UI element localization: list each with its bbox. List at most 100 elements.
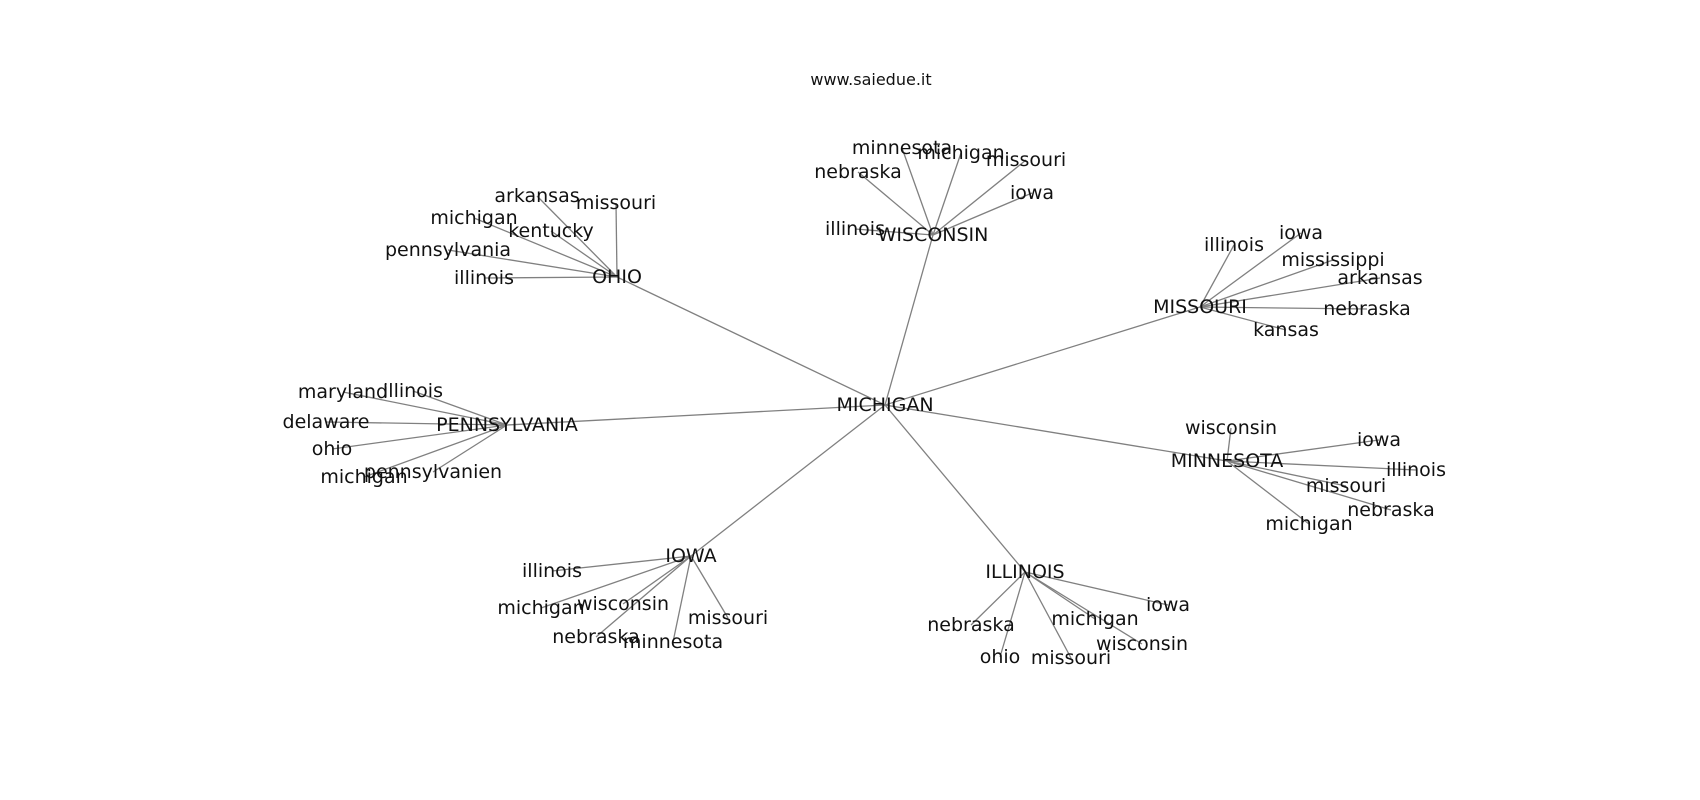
node-leaf-illinois-iowa: iowa xyxy=(1146,594,1190,616)
edge-missouri-kansas xyxy=(1199,306,1287,331)
node-hub-ohio: OHIO xyxy=(592,266,642,288)
edge-missouri-mississippi xyxy=(1199,259,1334,308)
node-leaf-minnesota-wisconsin: wisconsin xyxy=(1185,417,1277,439)
node-leaf-wisconsin-nebraska: nebraska xyxy=(814,161,901,183)
edge-iowa-missouri xyxy=(690,555,729,619)
label-layer: MICHIGANWISCONSINminnesotamichiganmissou… xyxy=(283,137,1446,669)
edge-missouri-nebraska xyxy=(1199,306,1368,310)
edge-ohio-illinois xyxy=(483,276,618,279)
edge-illinois-ohio xyxy=(999,571,1026,658)
node-leaf-pennsylvania-illinois: illinois xyxy=(383,380,443,402)
edge-michigan-pennsylvania xyxy=(506,404,886,426)
edge-iowa-illinois xyxy=(551,555,692,572)
node-leaf-pennsylvania-pennsylvanien: pennsylvanien xyxy=(364,461,502,483)
edge-missouri-arkansas xyxy=(1199,277,1381,308)
edge-wisconsin-iowa xyxy=(932,192,1033,236)
node-leaf-iowa-illinois: illinois xyxy=(522,560,582,582)
node-center-michigan: MICHIGAN xyxy=(836,394,933,416)
node-leaf-iowa-wisconsin: wisconsin xyxy=(577,593,669,615)
node-leaf-missouri-kansas: kansas xyxy=(1253,319,1319,341)
edge-michigan-illinois xyxy=(884,404,1026,573)
edge-minnesota-missouri xyxy=(1226,460,1347,487)
edge-ohio-missouri xyxy=(615,202,618,278)
node-leaf-illinois-wisconsin: wisconsin xyxy=(1096,633,1188,655)
node-leaf-ohio-arkansas: arkansas xyxy=(494,185,579,207)
node-leaf-pennsylvania-michigan: michigan xyxy=(320,466,407,488)
node-leaf-pennsylvania-maryland: maryland xyxy=(298,381,388,403)
node-leaf-minnesota-missouri: missouri xyxy=(1306,475,1386,497)
node-leaf-pennsylvania-delaware: delaware xyxy=(283,411,370,433)
node-hub-missouri: MISSOURI xyxy=(1153,296,1247,318)
edge-pennsylvania-illinois xyxy=(412,390,508,426)
node-leaf-pennsylvania-ohio: ohio xyxy=(312,438,353,460)
node-leaf-wisconsin-iowa: iowa xyxy=(1010,182,1054,204)
edge-pennsylvania-pennsylvanien xyxy=(432,424,508,473)
node-leaf-wisconsin-michigan: michigan xyxy=(917,142,1004,164)
node-leaf-iowa-nebraska: nebraska xyxy=(552,626,639,648)
node-leaf-iowa-missouri: missouri xyxy=(688,607,768,629)
node-leaf-iowa-michigan: michigan xyxy=(497,597,584,619)
node-hub-wisconsin: WISCONSIN xyxy=(878,224,989,246)
node-leaf-ohio-michigan: michigan xyxy=(430,207,517,229)
edge-missouri-illinois xyxy=(1199,244,1235,308)
node-leaf-minnesota-michigan: michigan xyxy=(1265,513,1352,535)
edge-michigan-wisconsin xyxy=(884,234,934,406)
node-leaf-illinois-michigan: michigan xyxy=(1051,608,1138,630)
node-leaf-minnesota-illinois: illinois xyxy=(1386,459,1446,481)
edge-minnesota-wisconsin xyxy=(1226,427,1232,462)
edge-illinois-wisconsin xyxy=(1024,571,1143,645)
node-leaf-minnesota-iowa: iowa xyxy=(1357,429,1401,451)
node-leaf-missouri-iowa: iowa xyxy=(1279,222,1323,244)
edge-ohio-pennsylvania xyxy=(447,249,618,278)
edge-iowa-wisconsin xyxy=(622,555,692,605)
node-leaf-iowa-minnesota: minnesota xyxy=(623,631,723,653)
edge-wisconsin-michigan xyxy=(932,152,962,236)
edge-wisconsin-nebraska xyxy=(857,171,934,236)
edge-michigan-ohio xyxy=(616,276,886,406)
node-leaf-ohio-illinois: illinois xyxy=(454,267,514,289)
node-leaf-illinois-ohio: ohio xyxy=(980,646,1021,668)
edge-michigan-minnesota xyxy=(884,404,1228,462)
edge-pennsylvania-ohio xyxy=(331,424,508,450)
node-leaf-illinois-nebraska: nebraska xyxy=(927,614,1014,636)
edge-wisconsin-illinois xyxy=(854,228,934,236)
node-leaf-missouri-arkansas: arkansas xyxy=(1337,267,1422,289)
watermark: www.saiedue.it xyxy=(810,70,932,89)
edge-missouri-iowa xyxy=(1199,232,1302,308)
node-leaf-wisconsin-illinois: illinois xyxy=(825,218,885,240)
node-hub-iowa: IOWA xyxy=(665,545,716,567)
node-leaf-ohio-missouri: missouri xyxy=(576,192,656,214)
edge-michigan-iowa xyxy=(690,404,886,557)
edge-wisconsin-minnesota xyxy=(901,147,934,236)
edge-minnesota-michigan xyxy=(1226,460,1310,525)
edge-ohio-kentucky xyxy=(550,230,618,278)
edge-minnesota-nebraska xyxy=(1226,460,1392,511)
edge-iowa-michigan xyxy=(540,555,692,609)
edge-ohio-arkansas xyxy=(536,195,618,278)
edge-illinois-nebraska xyxy=(970,571,1026,626)
node-leaf-missouri-mississippi: mississippi xyxy=(1281,249,1384,271)
edge-pennsylvania-delaware xyxy=(325,421,508,426)
edge-illinois-missouri xyxy=(1024,571,1072,659)
node-leaf-missouri-nebraska: nebraska xyxy=(1323,298,1410,320)
node-hub-minnesota: MINNESOTA xyxy=(1171,450,1284,472)
edge-iowa-minnesota xyxy=(672,555,692,643)
edge-layer xyxy=(325,147,1417,659)
edge-michigan-missouri xyxy=(884,306,1201,406)
node-leaf-wisconsin-missouri: missouri xyxy=(986,149,1066,171)
edge-pennsylvania-michigan xyxy=(363,424,508,478)
node-hub-illinois: ILLINOIS xyxy=(985,561,1064,583)
node-leaf-missouri-illinois: illinois xyxy=(1204,234,1264,256)
edge-iowa-nebraska xyxy=(595,555,692,638)
node-hub-pennsylvania: PENNSYLVANIA xyxy=(436,414,578,436)
node-leaf-ohio-kentucky: kentucky xyxy=(508,220,594,242)
edge-ohio-michigan xyxy=(473,217,618,278)
edge-pennsylvania-maryland xyxy=(342,391,508,426)
node-leaf-wisconsin-minnesota: minnesota xyxy=(852,137,952,159)
edge-illinois-iowa xyxy=(1024,571,1169,606)
edge-minnesota-iowa xyxy=(1226,439,1380,462)
edge-wisconsin-missouri xyxy=(932,159,1027,236)
node-leaf-illinois-missouri: missouri xyxy=(1031,647,1111,669)
